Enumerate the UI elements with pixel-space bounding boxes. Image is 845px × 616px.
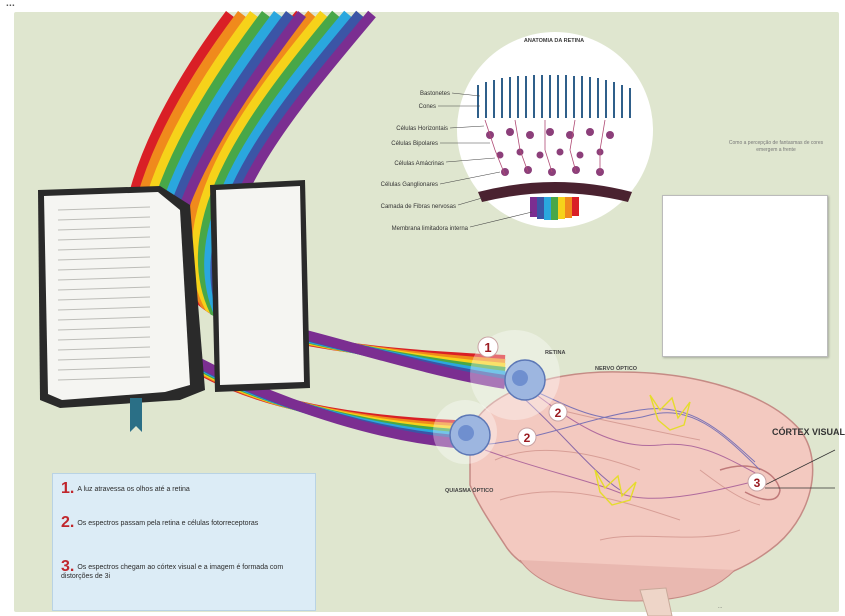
step-marker: 2: [549, 403, 567, 421]
optic-nerve-label: NERVO ÓPTICO: [595, 364, 638, 372]
svg-text:3: 3: [754, 476, 761, 490]
step-item: 1.A luz atravessa os olhos até a retina: [61, 484, 190, 494]
retina-layer-label: Células Horizontais: [396, 126, 448, 132]
retina-layer-label: Membrana limitadora interna: [392, 226, 469, 232]
svg-text:1: 1: [484, 340, 491, 355]
retina-anatomy-inset: ANATOMIA DA RETINA: [438, 32, 653, 228]
retina-layer-label: Camada de Fibras nervosas: [381, 204, 456, 210]
step-text: A luz atravessa os olhos até a retina: [77, 486, 189, 493]
steps-box: 1.A luz atravessa os olhos até a retina …: [52, 473, 316, 611]
retina-title: ANATOMIA DA RETINA: [524, 38, 584, 44]
retina-spectrum-wedge: [530, 197, 579, 220]
retina-layer-label: Bastonetes: [420, 91, 450, 97]
step-marker: 3: [748, 473, 766, 491]
retina-layer-label: Cones: [419, 104, 436, 110]
step-item: 2.Os espectros passam pela retina e célu…: [61, 518, 301, 528]
visual-cortex-label: CÓRTEX VISUAL: [772, 426, 845, 437]
credit-text: ...: [718, 604, 722, 610]
pattern-card: [662, 195, 828, 357]
step-item: 3.Os espectros chegam ao córtex visual e…: [61, 562, 301, 581]
retina-layer-label: Células Ganglionares: [381, 182, 438, 188]
retina-label: RETINA: [545, 350, 566, 356]
pattern-note: Como a percepção de fantasmas de cores e…: [722, 140, 830, 154]
step-number: 2.: [61, 514, 74, 531]
retina-layer-label: Células Amácrinas: [394, 161, 444, 167]
retina-layer-label: Células Bipolares: [391, 141, 438, 147]
eye-icon: [433, 400, 497, 464]
step-number: 1.: [61, 480, 74, 497]
step-text: Os espectros chegam ao córtex visual e a…: [61, 564, 283, 580]
svg-text:2: 2: [524, 431, 531, 445]
optic-chiasm-label: QUIASMA ÓPTICO: [445, 486, 494, 494]
step-text: Os espectros passam pela retina e célula…: [77, 520, 258, 527]
svg-text:2: 2: [555, 406, 562, 420]
step-marker: 2: [518, 428, 536, 446]
step-marker: 1: [478, 337, 498, 357]
